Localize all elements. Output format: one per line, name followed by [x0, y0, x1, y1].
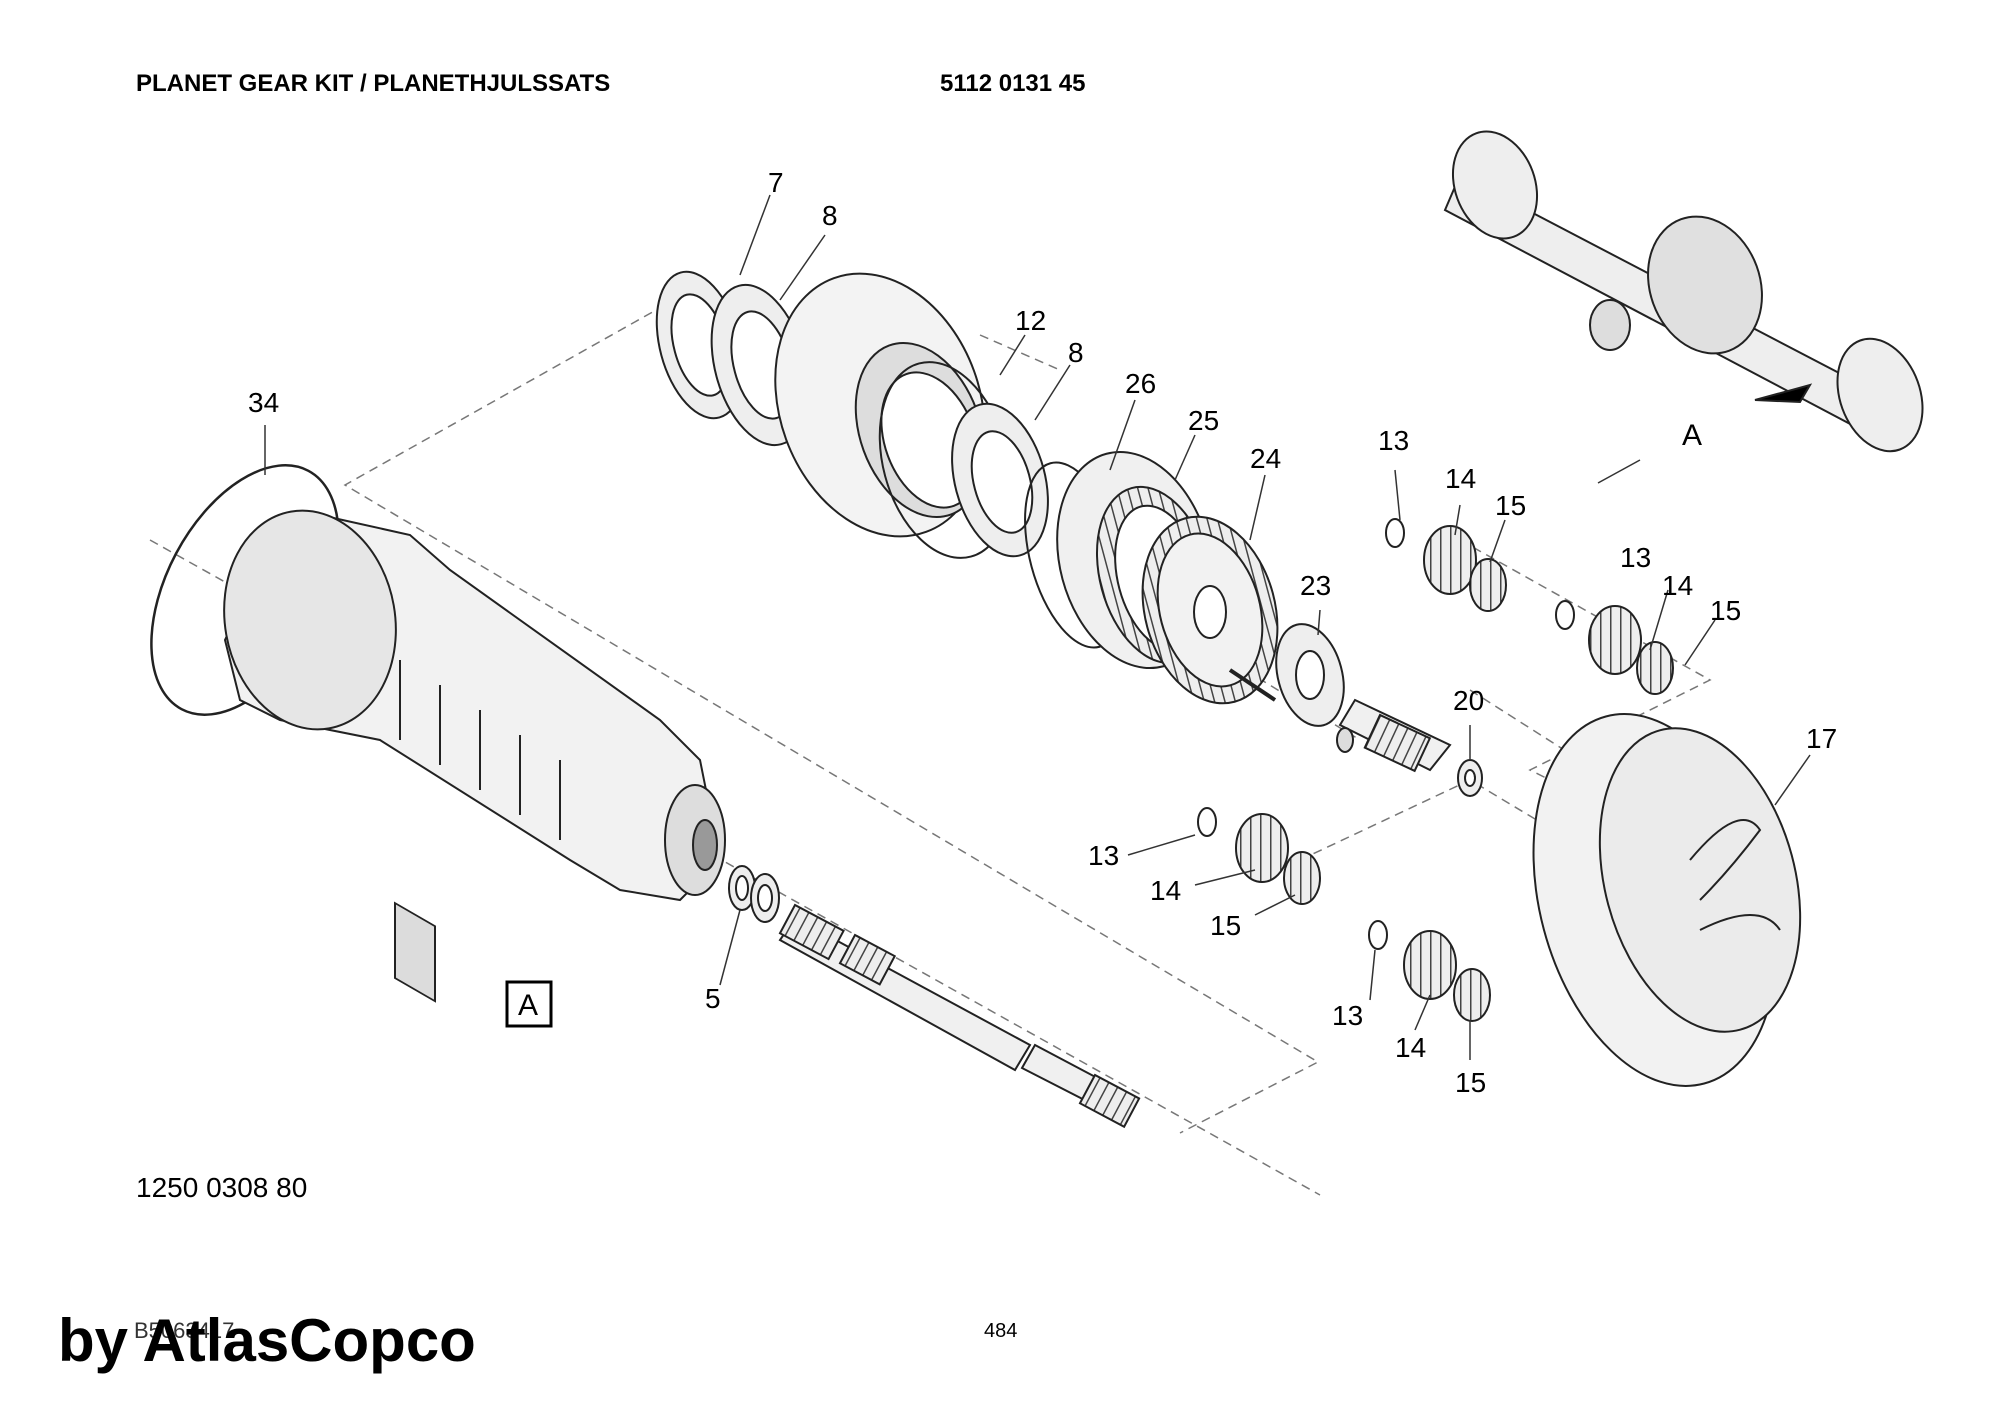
leader-lines: [264, 194, 1811, 1060]
callout-14-d: 14: [1395, 1032, 1426, 1063]
view-arrow-label: A: [1682, 419, 1702, 452]
callout-13-d: 13: [1332, 1000, 1363, 1031]
callouts: 7 8 12 8 26 25 24 34 13 14 15 13 14 15 2…: [248, 167, 1837, 1098]
planet-gear-set-3: [1197, 807, 1321, 905]
callout-13-b: 13: [1620, 542, 1651, 573]
shim-washers-5: [728, 865, 780, 923]
view-a-box: [505, 980, 553, 1028]
sun-gear-shaft: [1336, 698, 1452, 773]
thrust-washer-23: [1275, 623, 1345, 727]
figure-reference: B5063417: [134, 1318, 235, 1343]
callout-14-b: 14: [1662, 570, 1693, 601]
drive-shaft: [778, 903, 1141, 1129]
axle-housing: [223, 509, 726, 1003]
watermark: by AtlasCopco: [58, 1307, 476, 1374]
callout-12: 12: [1015, 305, 1046, 336]
planetary-cover-17: [1532, 713, 1802, 1087]
planet-gear-set-1: [1385, 518, 1507, 612]
callout-13-c: 13: [1088, 840, 1119, 871]
callout-15-c: 15: [1210, 910, 1241, 941]
callout-23: 23: [1300, 570, 1331, 601]
callout-5: 5: [705, 983, 721, 1014]
callout-14-a: 14: [1445, 463, 1476, 494]
callout-20: 20: [1453, 685, 1484, 716]
axle-overview-inset: [1443, 130, 1924, 453]
document-number: 1250 0308 80: [136, 1172, 308, 1203]
callout-24: 24: [1250, 443, 1281, 474]
callout-17: 17: [1806, 723, 1837, 754]
callout-15-b: 15: [1710, 595, 1741, 626]
callout-8: 8: [822, 200, 838, 231]
callout-8-b: 8: [1068, 337, 1084, 368]
callout-25: 25: [1188, 405, 1219, 436]
kit-part-number: 5112 0131 45: [940, 70, 1086, 97]
callout-13-a: 13: [1378, 425, 1409, 456]
callout-26: 26: [1125, 368, 1156, 399]
view-a-box-label: A: [518, 989, 538, 1022]
page-number: 484: [984, 1320, 1018, 1342]
planet-gear-set-4: [1368, 920, 1491, 1022]
callout-7: 7: [768, 167, 784, 198]
planet-gear-set-2: [1555, 600, 1674, 695]
callout-14-c: 14: [1150, 875, 1181, 906]
washer-20: [1457, 759, 1483, 797]
callout-15-a: 15: [1495, 490, 1526, 521]
callout-15-d: 15: [1455, 1067, 1486, 1098]
page-title: PLANET GEAR KIT / PLANETHJULSSATS: [136, 70, 611, 97]
callout-34: 34: [248, 387, 279, 418]
planet-carrier-24: [1141, 515, 1279, 705]
